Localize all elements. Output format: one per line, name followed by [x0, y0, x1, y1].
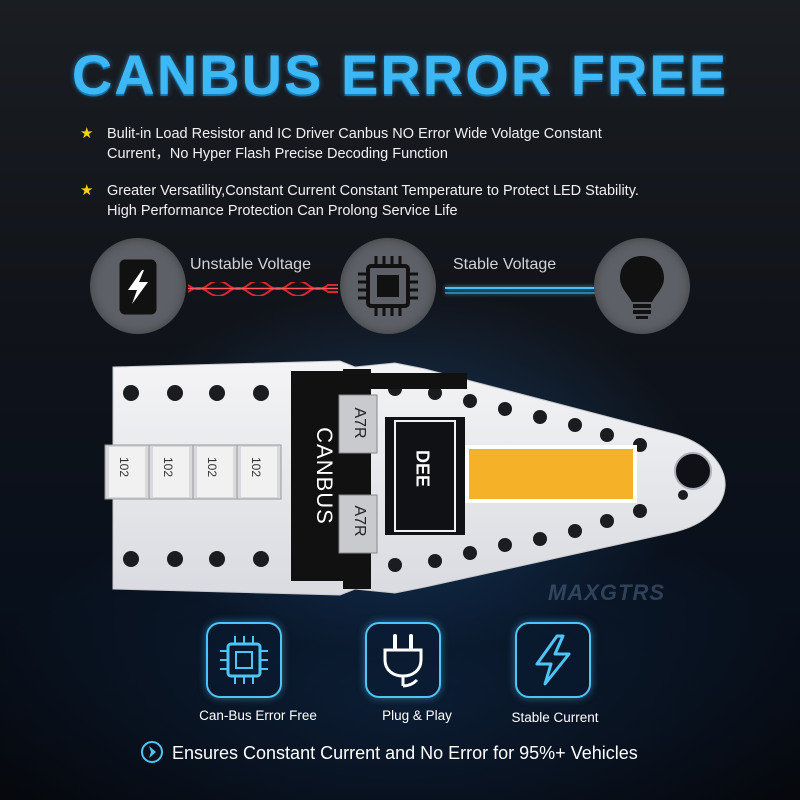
bullet-1-line-1: Bulit-in Load Resistor and IC Driver Can… [107, 126, 602, 142]
light-bulb-icon [620, 256, 664, 319]
canbus-board-text: CANBUS [312, 427, 337, 525]
resistor-top-wrap: A7R [343, 400, 375, 450]
current-feature-box [515, 622, 591, 698]
ic-label: DEE [412, 449, 433, 487]
battery-lightning-icon [119, 259, 157, 315]
bullet-2-line-2: High Performance Protection Can Prolong … [107, 203, 458, 219]
resistor-4: 102 [241, 457, 271, 477]
current-feature-label: Stable Current [511, 710, 599, 725]
feature-bullet-1: ★ Bulit-in Load Resistor and IC Driver C… [80, 124, 760, 164]
banner-title: CANBUS ERROR FREE [71, 43, 729, 106]
stable-voltage-line-2 [445, 292, 595, 294]
stable-voltage-label: Stable Voltage [453, 256, 557, 273]
resistor-1-label: 102 [117, 456, 131, 478]
star-icon: ★ [80, 125, 94, 142]
chip-icon [358, 256, 418, 316]
resistor-1: 102 [109, 457, 139, 477]
unstable-voltage-wave [188, 282, 338, 296]
bullet-1-line-2: Current，No Hyper Flash Precise Decoding … [107, 146, 448, 162]
resistor-top-label: A7R [351, 407, 368, 439]
resistor-3-label: 102 [205, 456, 219, 478]
resistor-bottom-wrap: A7R [343, 498, 375, 548]
resistor-3: 102 [197, 457, 227, 477]
chip-icon [220, 636, 268, 684]
footer-tagline: Ensures Constant Current and No Error fo… [172, 743, 638, 763]
brand-watermark: MAXGTRS [548, 580, 665, 605]
plug-feature-box [365, 622, 441, 698]
resistor-bottom-label: A7R [351, 505, 368, 537]
plug-feature-label: Plug & Play [382, 708, 452, 723]
ic-chip: DEE [402, 450, 442, 487]
plug-icon [383, 634, 423, 688]
led-circuit-board [104, 360, 726, 596]
lightning-icon [535, 634, 571, 686]
unstable-voltage-label: Unstable Voltage [190, 256, 311, 273]
canbus-feature-label: Can-Bus Error Free [199, 708, 317, 723]
resistor-4-label: 102 [249, 456, 263, 478]
feature-bullet-2: ★ Greater Versatility,Constant Current C… [80, 181, 760, 221]
stable-voltage-line [445, 287, 595, 289]
battery-circle [90, 238, 186, 334]
bulb-circle [594, 238, 690, 334]
canbus-feature-box [206, 622, 282, 698]
chevron-right-icon [141, 741, 163, 763]
resistor-2: 102 [153, 457, 183, 477]
star-icon: ★ [80, 182, 94, 199]
resistor-2-label: 102 [161, 456, 175, 478]
bullet-2-line-1: Greater Versatility,Constant Current Con… [107, 183, 639, 199]
chip-circle [340, 238, 436, 334]
